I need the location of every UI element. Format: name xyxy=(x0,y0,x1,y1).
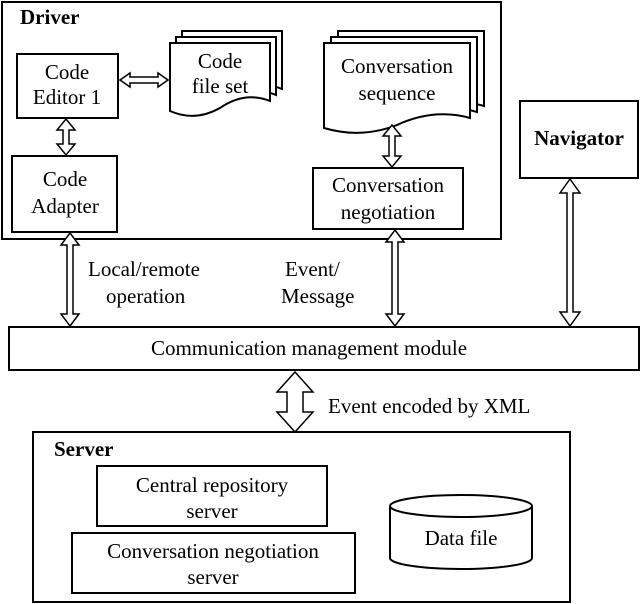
arrow-comm-server xyxy=(275,370,315,434)
arrow-editor-fileset xyxy=(118,71,170,89)
server-title: Server xyxy=(54,437,113,461)
data-file-cylinder xyxy=(389,494,533,570)
event-message-label-line2: Message xyxy=(281,284,354,308)
conversation-sequence-label-line1: Conversation xyxy=(341,54,453,78)
navigator-label: Navigator xyxy=(534,126,624,150)
code-editor-label-line1: Code xyxy=(45,60,89,84)
central-repository-label-line1: Central repository xyxy=(136,473,289,497)
driver-title: Driver xyxy=(20,5,79,29)
communication-module-label: Communication management module xyxy=(151,336,467,360)
arrow-adapter-comm xyxy=(59,231,81,328)
code-editor-label-line2: Editor 1 xyxy=(33,85,101,109)
conversation-negotiation-box xyxy=(312,167,464,230)
code-file-set-stack xyxy=(169,30,283,117)
arrow-editor-adapter xyxy=(55,117,77,157)
code-adapter-label-line2: Adapter xyxy=(31,194,99,218)
local-remote-label-line2: operation xyxy=(106,284,186,308)
conversation-negotiation-server-label-line2: server xyxy=(187,565,238,589)
code-file-set-label-line1: Code xyxy=(198,49,242,73)
data-file-label: Data file xyxy=(425,526,498,550)
arrow-negotiation-comm xyxy=(384,228,406,328)
code-adapter-label-line1: Code xyxy=(43,167,87,191)
local-remote-label-line1: Local/remote xyxy=(88,257,200,281)
conversation-negotiation-label-line1: Conversation xyxy=(332,173,444,197)
conversation-negotiation-server-label-line1: Conversation negotiation xyxy=(107,539,319,563)
conversation-negotiation-label-line2: negotiation xyxy=(341,200,436,224)
conversation-sequence-stack xyxy=(323,30,485,134)
central-repository-box xyxy=(96,465,328,527)
xml-link-label: Event encoded by XML xyxy=(328,394,530,418)
code-adapter-box xyxy=(11,155,118,233)
conversation-negotiation-server-box xyxy=(71,532,356,594)
code-file-set-label-line2: file set xyxy=(192,74,249,98)
event-message-label-line1: Event/ xyxy=(285,257,340,281)
conversation-sequence-label-line2: sequence xyxy=(359,81,436,105)
code-editor-box xyxy=(16,53,119,119)
communication-module-box xyxy=(8,326,640,371)
arrow-navigator-comm xyxy=(558,177,582,328)
navigator-box xyxy=(519,100,639,179)
central-repository-label-line2: server xyxy=(186,499,237,523)
arrow-sequence-negotiation xyxy=(381,123,403,169)
